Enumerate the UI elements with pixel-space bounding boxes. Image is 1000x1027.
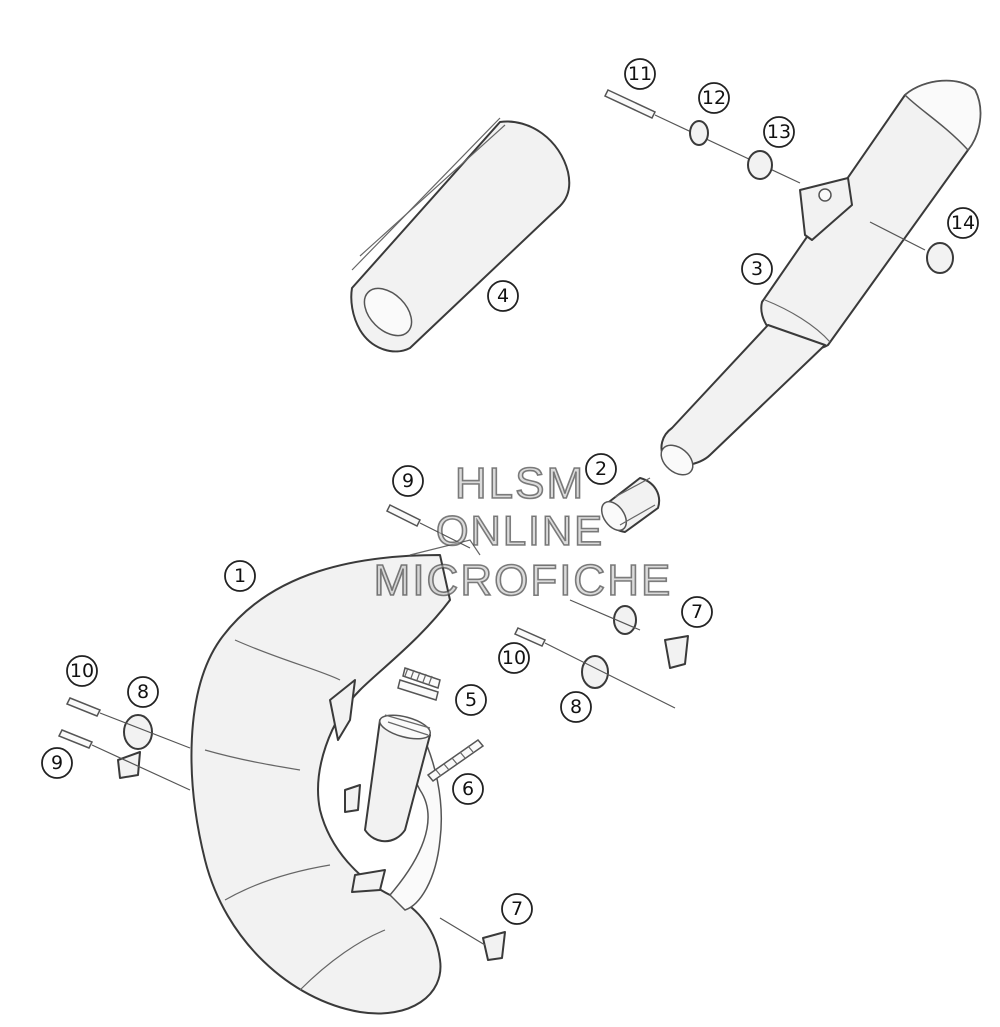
callout-11: 11 [624,58,656,90]
callout-9-left: 9 [41,747,73,779]
svg-text:8: 8 [137,681,149,703]
svg-text:ONLINE: ONLINE [436,507,604,554]
callout-10-right: 10 [498,642,530,674]
hardware-group [57,89,954,961]
callout-12: 12 [698,82,730,114]
callout-2: 2 [585,453,617,485]
svg-text:9: 9 [402,470,414,492]
svg-text:2: 2 [595,458,607,480]
svg-text:13: 13 [767,121,791,143]
svg-text:4: 4 [497,285,509,307]
svg-text:3: 3 [751,258,763,280]
svg-text:6: 6 [462,778,474,800]
callout-6: 6 [452,773,484,805]
part-6-spring[interactable] [426,738,485,783]
part-1-expansion-chamber[interactable] [190,539,481,1015]
svg-text:11: 11 [628,63,652,85]
svg-text:7: 7 [511,898,523,920]
part-5-spring[interactable] [397,667,441,701]
callout-8-right: 8 [560,691,592,723]
svg-text:9: 9 [51,752,63,774]
callout-9-top: 9 [392,465,424,497]
callout-14: 14 [947,207,979,239]
part-2-connector[interactable] [597,477,660,535]
svg-text:14: 14 [951,212,975,234]
callout-4: 4 [487,280,519,312]
callout-1: 1 [224,560,256,592]
svg-text:12: 12 [702,87,726,109]
svg-text:8: 8 [570,696,582,718]
svg-text:HLSM: HLSM [455,459,585,508]
callout-8-left: 8 [127,676,159,708]
watermark: HLSM ONLINE MICROFICHE [373,458,673,606]
callout-5: 5 [455,684,487,716]
callout-7-right: 7 [681,596,713,628]
part-4-heat-sleeve[interactable] [350,117,571,353]
svg-text:10: 10 [70,660,94,682]
part-3-silencer[interactable] [655,79,982,481]
svg-text:1: 1 [234,565,246,587]
callout-13: 13 [763,116,795,148]
svg-text:5: 5 [465,689,477,711]
svg-text:10: 10 [502,647,526,669]
callout-7-bottom: 7 [501,893,533,925]
svg-text:7: 7 [691,601,703,623]
svg-text:MICROFICHE: MICROFICHE [374,556,673,605]
callout-10-left: 10 [66,655,98,687]
callout-3: 3 [741,253,773,285]
